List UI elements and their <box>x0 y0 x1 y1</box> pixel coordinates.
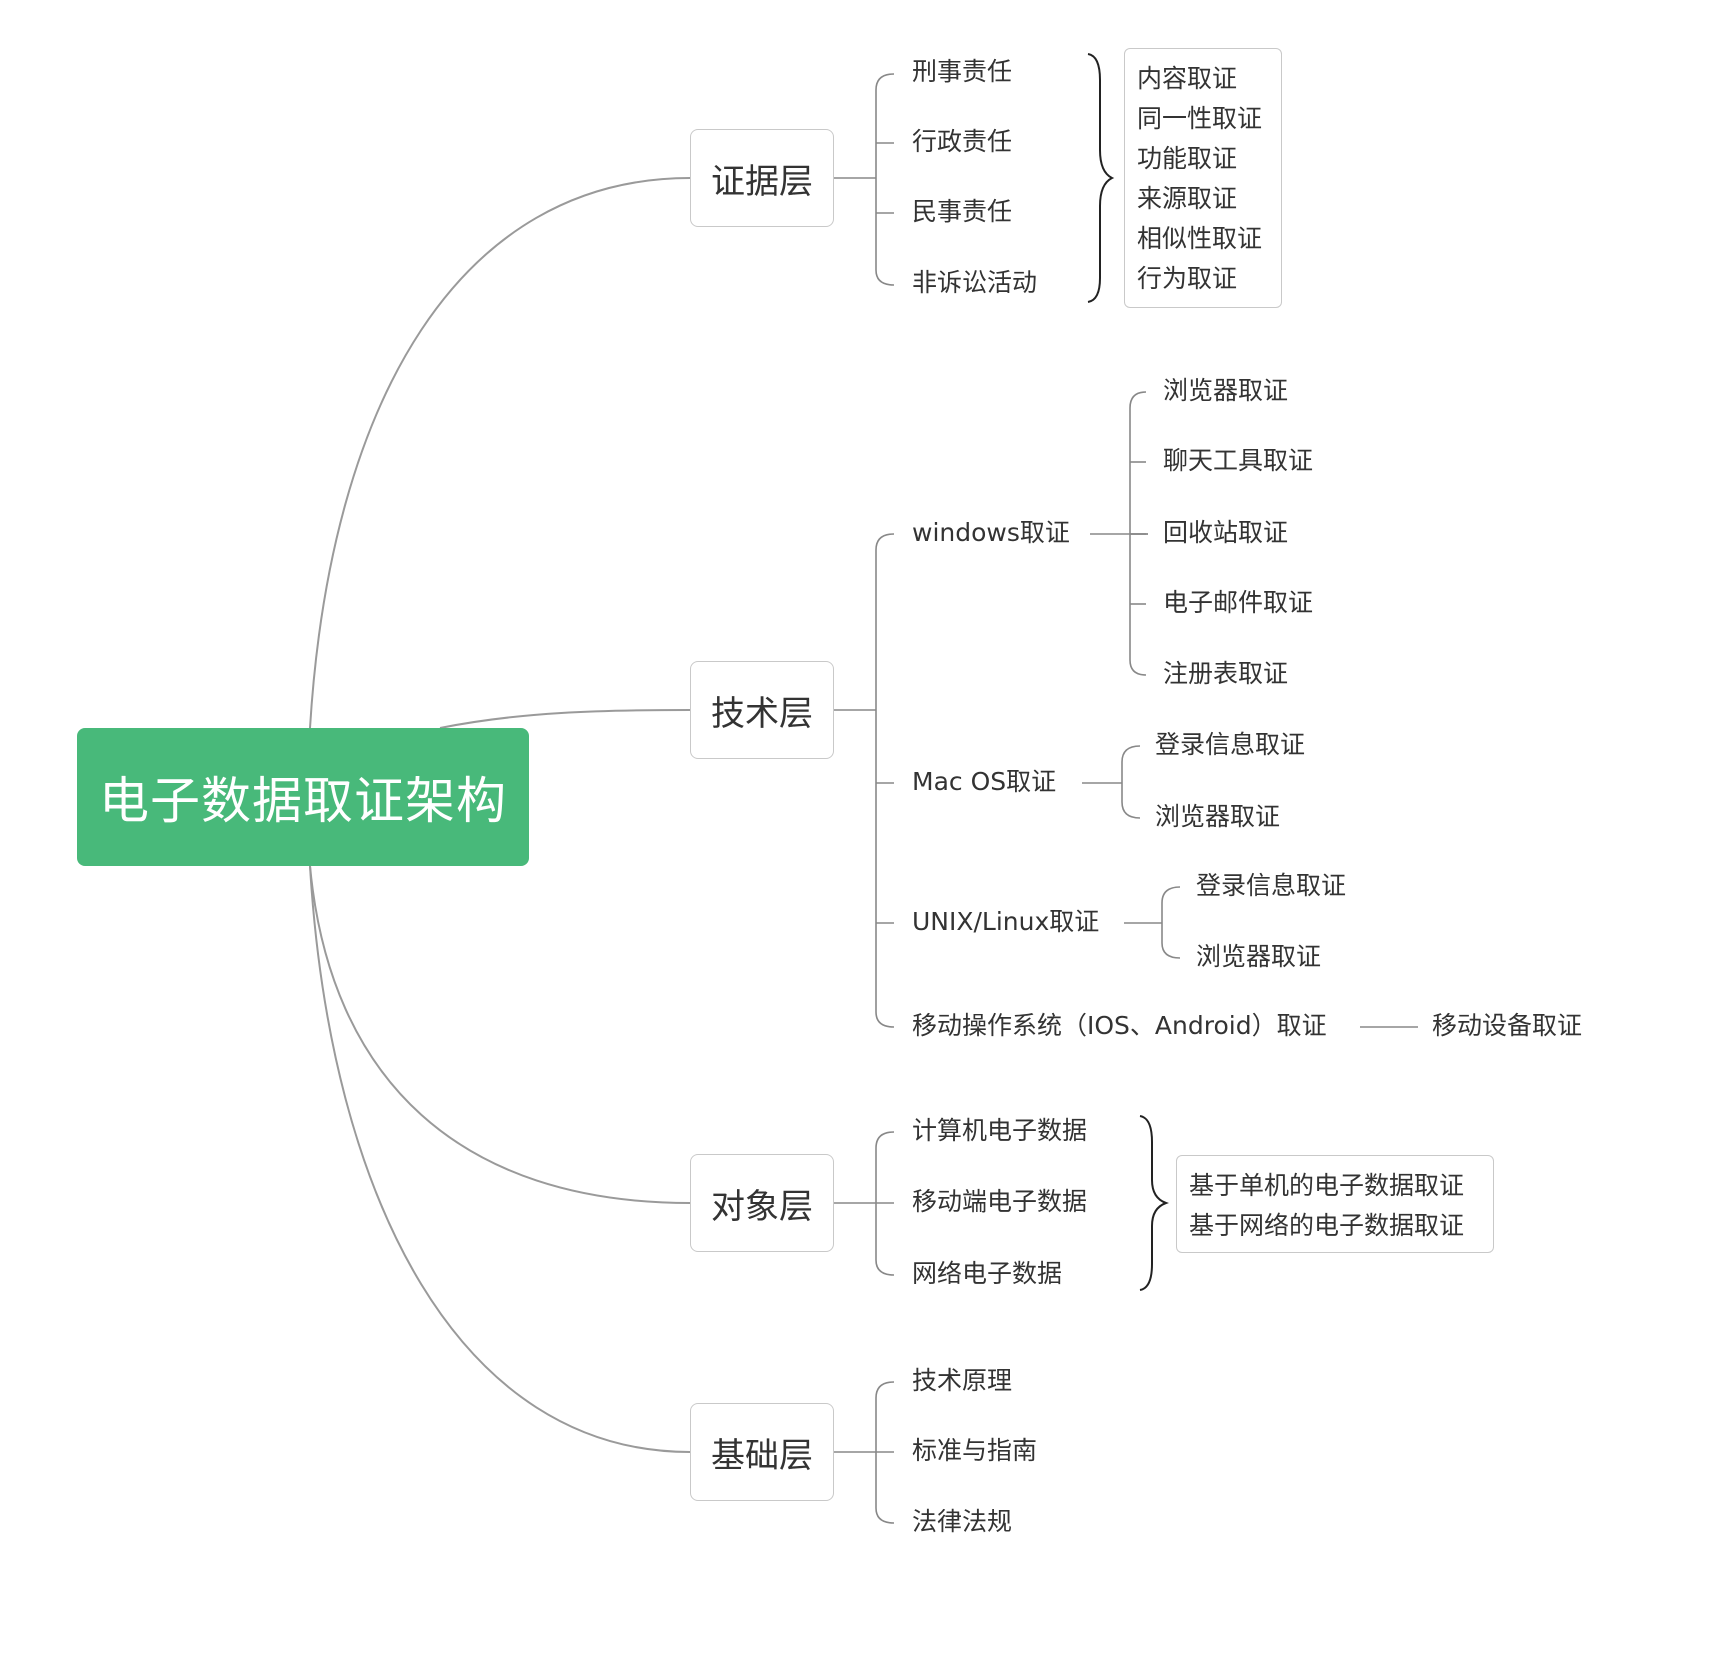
summary-item: 内容取证 <box>1137 64 1238 93</box>
foundation-item-principles[interactable]: 技术原理 <box>912 1366 1013 1395</box>
summary-item: 行为取证 <box>1137 264 1238 293</box>
object-item-computer[interactable]: 计算机电子数据 <box>912 1116 1088 1145</box>
evidence-item-administrative[interactable]: 行政责任 <box>912 127 1013 156</box>
foundation-item-standards[interactable]: 标准与指南 <box>912 1436 1038 1465</box>
object-item-network[interactable]: 网络电子数据 <box>912 1259 1063 1288</box>
object-summary-box[interactable]: 基于单机的电子数据取证 基于网络的电子数据取证 <box>1176 1155 1494 1253</box>
layer-foundation-node[interactable]: 基础层 <box>690 1403 834 1501</box>
evidence-item-non-litigation[interactable]: 非诉讼活动 <box>912 268 1038 297</box>
brace-evidence <box>1087 53 1115 303</box>
windows-child-registry[interactable]: 注册表取证 <box>1163 659 1289 688</box>
windows-child-chat[interactable]: 聊天工具取证 <box>1163 446 1314 475</box>
foundation-item-laws[interactable]: 法律法规 <box>912 1507 1013 1536</box>
layer-object-node[interactable]: 对象层 <box>690 1154 834 1252</box>
layer-technical-node[interactable]: 技术层 <box>690 661 834 759</box>
root-node[interactable]: 电子数据取证架构 <box>77 728 529 866</box>
summary-item: 基于单机的电子数据取证 <box>1189 1171 1465 1200</box>
tech-windows-node[interactable]: windows取证 <box>912 518 1070 547</box>
summary-item: 功能取证 <box>1137 144 1238 173</box>
unix-child-browser[interactable]: 浏览器取证 <box>1196 942 1322 971</box>
summary-item: 相似性取证 <box>1137 224 1263 253</box>
evidence-item-criminal[interactable]: 刑事责任 <box>912 57 1013 86</box>
windows-child-browser[interactable]: 浏览器取证 <box>1163 376 1289 405</box>
unix-child-login[interactable]: 登录信息取证 <box>1196 871 1347 900</box>
evidence-item-civil[interactable]: 民事责任 <box>912 197 1013 226</box>
link-root-technical <box>439 709 691 729</box>
link-root-evidence <box>309 177 691 729</box>
evidence-summary-box[interactable]: 内容取证 同一性取证 功能取证 来源取证 相似性取证 行为取证 <box>1124 48 1282 308</box>
link-root-object <box>309 865 691 1204</box>
link-root-foundation <box>309 865 691 1453</box>
brace-object <box>1139 1115 1169 1291</box>
object-item-mobile[interactable]: 移动端电子数据 <box>912 1187 1088 1216</box>
windows-child-email[interactable]: 电子邮件取证 <box>1163 588 1314 617</box>
tech-mobile-node[interactable]: 移动操作系统（IOS、Android）取证 <box>912 1011 1327 1040</box>
tech-unix-node[interactable]: UNIX/Linux取证 <box>912 907 1100 936</box>
summary-item: 来源取证 <box>1137 184 1238 213</box>
tech-mac-node[interactable]: Mac OS取证 <box>912 767 1057 796</box>
windows-child-recycle-bin[interactable]: 回收站取证 <box>1163 518 1289 547</box>
mobile-child-device[interactable]: 移动设备取证 <box>1432 1011 1583 1040</box>
summary-item: 基于网络的电子数据取证 <box>1189 1211 1465 1240</box>
summary-item: 同一性取证 <box>1137 104 1263 133</box>
layer-evidence-node[interactable]: 证据层 <box>690 129 834 227</box>
mac-child-login[interactable]: 登录信息取证 <box>1155 730 1306 759</box>
mac-child-browser[interactable]: 浏览器取证 <box>1155 802 1281 831</box>
